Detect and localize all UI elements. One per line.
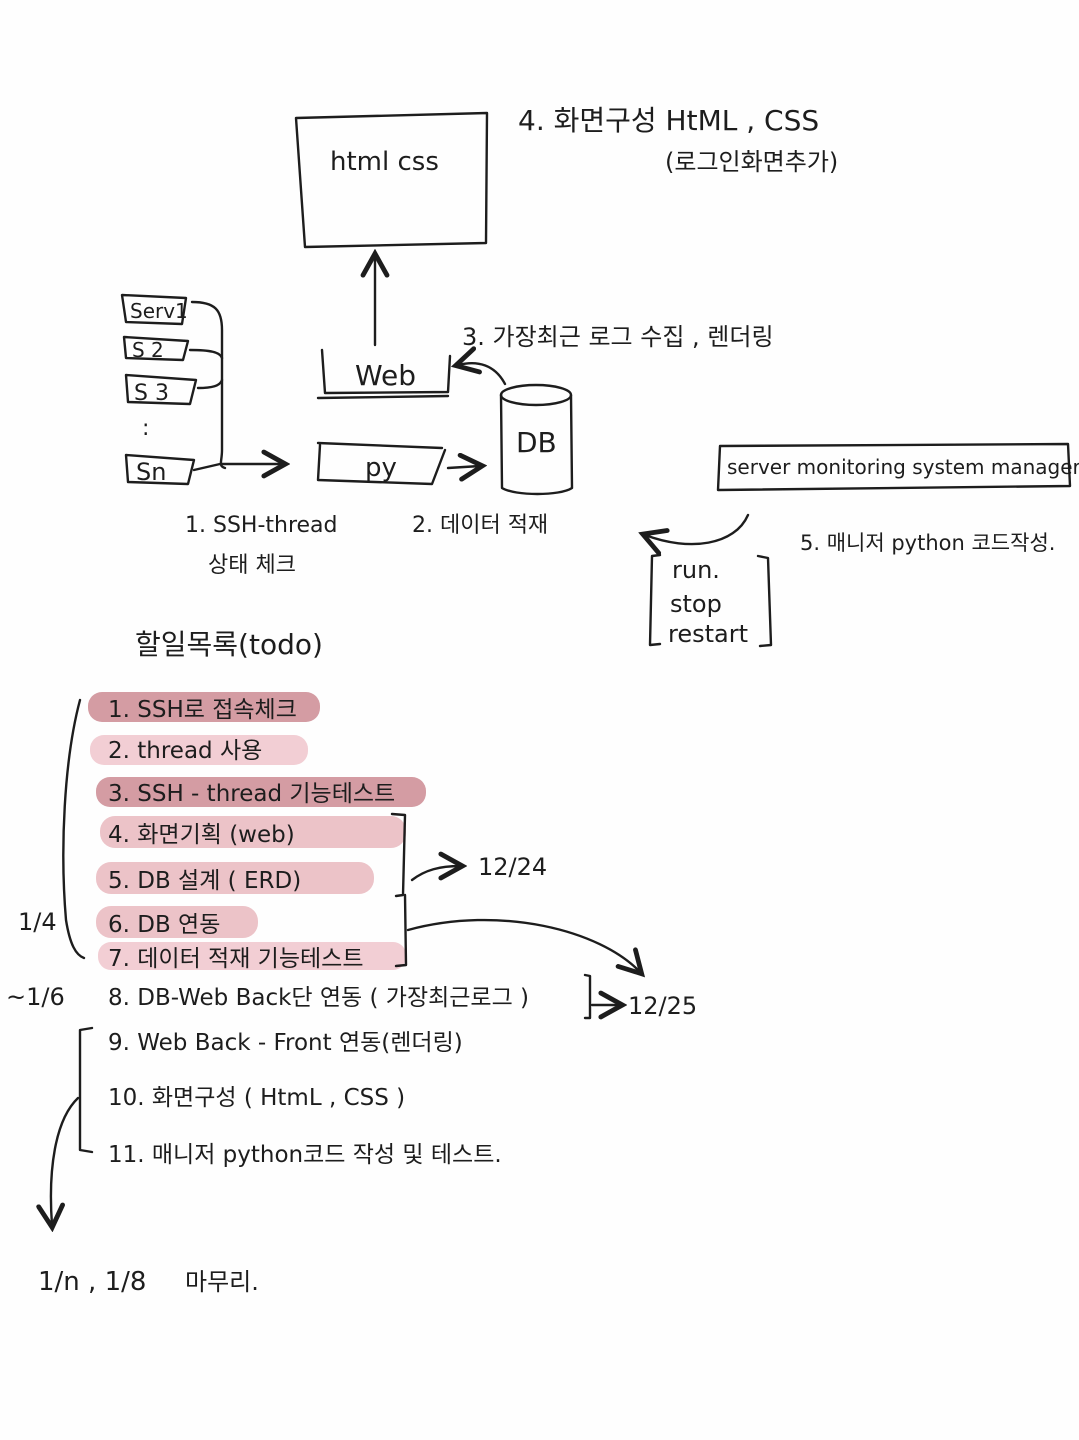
server-item: Serv1 [130, 299, 188, 323]
todo-highlights [88, 692, 426, 970]
finish-label: 마무리. [185, 1268, 259, 1296]
server-item: : [142, 416, 149, 441]
manager-file-box: server monitoring system manager.py [716, 442, 1079, 492]
server-item: S 2 [132, 338, 164, 362]
step1-note-line1: 1. SSH-thread [185, 513, 338, 538]
step4-subnote: (로그인화면추가) [665, 148, 838, 176]
server-item: Sn [136, 458, 166, 486]
db-to-web-arrow [458, 363, 507, 386]
todo-item: 6. DB 연동 [108, 912, 220, 938]
todo-item: 5. DB 설계 ( ERD) [108, 868, 301, 894]
manager-command: restart [668, 620, 748, 648]
py-component: py [316, 441, 447, 486]
todo-item: 9. Web Back - Front 연동(렌더링) [108, 1030, 463, 1056]
bracket-1-7 [62, 698, 86, 960]
todo-item: 11. 매니저 python코드 작성 및 테스트. [108, 1142, 502, 1168]
server-item: S 3 [134, 381, 169, 406]
todo-item: 7. 데이터 적재 기능테스트 [108, 946, 363, 972]
manager-file-label: server monitoring system manager.py [727, 455, 1079, 479]
bracket-8 [583, 973, 592, 1020]
py-to-db-arrow [446, 466, 480, 468]
bracket-9-11 [78, 1026, 94, 1154]
step5-note: 5. 매니저 python 코드작성. [800, 531, 1055, 555]
web-component: Web [316, 348, 452, 400]
todo-list: 1. SSH로 접속체크 2. thread 사용 3. SSH - threa… [108, 697, 529, 1168]
db-label: DB [516, 426, 557, 459]
todo-item: 2. thread 사용 [108, 738, 262, 764]
arrow-to-finish [51, 1096, 80, 1225]
manager-command: stop [670, 590, 722, 618]
todo-item: 1. SSH로 접속체크 [108, 697, 297, 723]
finish-dates: 1/n , 1/8 [38, 1267, 146, 1297]
server-list: Serv1 S 2 S 3 : Sn [120, 293, 283, 486]
date-1225: 12/25 [628, 992, 697, 1020]
step3-note: 3. 가장최근 로그 수집 , 렌더링 [462, 323, 774, 351]
step1-note-line2: 상태 체크 [208, 553, 296, 578]
manager-curved-arrow [645, 513, 750, 544]
arrow-to-1225 [406, 918, 640, 972]
step2-note: 2. 데이터 적재 [412, 513, 548, 538]
manager-command: run. [672, 556, 720, 584]
web-label: Web [355, 359, 416, 392]
py-label: py [365, 453, 397, 483]
bracket-4-7 [390, 812, 407, 898]
todo-item: 8. DB-Web Back단 연동 ( 가장최근로그 ) [108, 985, 529, 1011]
todo-title: 할일목록(todo) [135, 628, 323, 661]
browser-box: html css [294, 111, 489, 249]
browser-box-label: html css [330, 147, 439, 177]
db-component: DB [499, 383, 574, 496]
todo-item: 3. SSH - thread 기능테스트 [108, 781, 395, 807]
date-16: ~1/6 [6, 983, 65, 1011]
todo-item: 10. 화면구성 ( HtmL , CSS ) [108, 1085, 405, 1111]
step4-note: 4. 화면구성 HtML , CSS [518, 104, 819, 137]
date-14: 1/4 [18, 908, 57, 936]
date-1224: 12/24 [478, 853, 547, 881]
manager-commands: run. stop restart [648, 553, 773, 648]
todo-item: 4. 화면기획 (web) [108, 822, 295, 848]
